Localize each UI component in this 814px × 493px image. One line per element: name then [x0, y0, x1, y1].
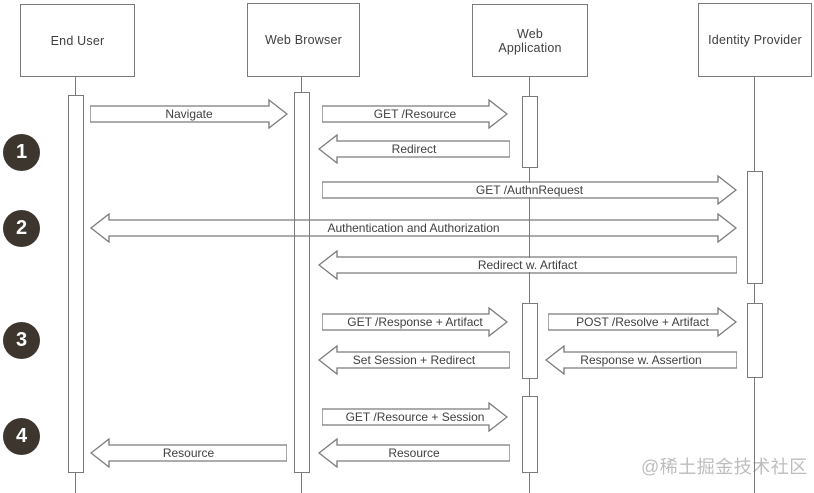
actor-label: Web Browser: [265, 33, 342, 47]
message-navigate: Navigate: [90, 99, 288, 129]
block-arrow-both-icon: [90, 213, 737, 243]
message-label: Redirect w. Artifact: [473, 258, 582, 272]
activation-web-application-3: [522, 396, 538, 473]
message-response-assertion: Response w. Assertion: [545, 345, 737, 375]
activation-end-user: [68, 95, 84, 473]
message-label: GET /Response + Artifact: [343, 315, 487, 329]
block-arrow-left-icon: [318, 250, 737, 280]
activation-identity-provider-2: [747, 303, 763, 378]
actor-label: Web Application: [498, 26, 562, 55]
actor-box-identity-provider: Identity Provider: [698, 3, 812, 77]
block-arrow-left-icon: [90, 438, 287, 468]
actor-label: End User: [50, 33, 105, 48]
activation-web-application-1: [522, 96, 538, 168]
block-arrow-right-icon: [322, 307, 508, 337]
step-number: 1: [15, 141, 28, 163]
message-set-session-redirect: Set Session + Redirect: [318, 345, 510, 375]
message-label: Resource: [158, 446, 219, 460]
message-label: GET /Resource: [369, 107, 461, 121]
message-label: Resource: [384, 446, 444, 460]
message-label: POST /Resolve + Artifact: [572, 315, 713, 329]
block-arrow-left-icon: [318, 345, 510, 375]
block-arrow-left-icon: [318, 134, 510, 164]
message-post-resolve-artifact: POST /Resolve + Artifact: [548, 307, 737, 337]
message-label: Navigate: [161, 107, 217, 121]
message-label: Redirect: [387, 142, 441, 156]
block-arrow-right-icon: [322, 99, 508, 129]
activation-web-browser: [294, 92, 310, 473]
activation-identity-provider-1: [747, 171, 763, 284]
message-get-resource-session: GET /Resource + Session: [322, 402, 508, 432]
message-label: GET /AuthnRequest: [471, 183, 588, 197]
actor-label: Identity Provider: [708, 33, 802, 47]
step-number: 3: [15, 329, 28, 351]
message-label: Response w. Assertion: [576, 353, 706, 367]
message-label: GET /Resource + Session: [341, 410, 489, 424]
actor-box-web-application: Web Application: [472, 4, 588, 77]
step-badge-1: 1: [3, 134, 40, 171]
message-get-authnrequest: GET /AuthnRequest: [322, 175, 737, 205]
step-badge-4: 4: [3, 418, 40, 455]
message-redirect: Redirect: [318, 134, 510, 164]
block-arrow-right-icon: [548, 307, 737, 337]
message-resource-to-user: Resource: [90, 438, 287, 468]
message-get-response-artifact: GET /Response + Artifact: [322, 307, 508, 337]
step-badge-2: 2: [3, 210, 40, 247]
actor-box-end-user: End User: [20, 4, 135, 77]
message-label: Set Session + Redirect: [348, 353, 480, 367]
activation-web-application-2: [522, 303, 538, 379]
message-redirect-artifact: Redirect w. Artifact: [318, 250, 737, 280]
block-arrow-left-icon: [545, 345, 737, 375]
step-number: 4: [15, 425, 28, 447]
block-arrow-right-icon: [322, 402, 508, 432]
message-authentication-authorization: Authentication and Authorization: [90, 213, 737, 243]
lifeline-web-application: [529, 77, 531, 493]
message-label: Authentication and Authorization: [323, 221, 504, 235]
block-arrow-right-icon: [90, 99, 288, 129]
lifeline-identity-provider: [754, 77, 756, 493]
block-arrow-right-icon: [322, 175, 737, 205]
message-resource-to-browser: Resource: [318, 438, 510, 468]
step-number: 2: [15, 217, 28, 239]
block-arrow-left-icon: [318, 438, 510, 468]
watermark-text: @稀土掘金技术社区: [641, 457, 808, 477]
actor-box-web-browser: Web Browser: [247, 3, 360, 77]
step-badge-3: 3: [3, 322, 40, 359]
message-get-resource: GET /Resource: [322, 99, 508, 129]
